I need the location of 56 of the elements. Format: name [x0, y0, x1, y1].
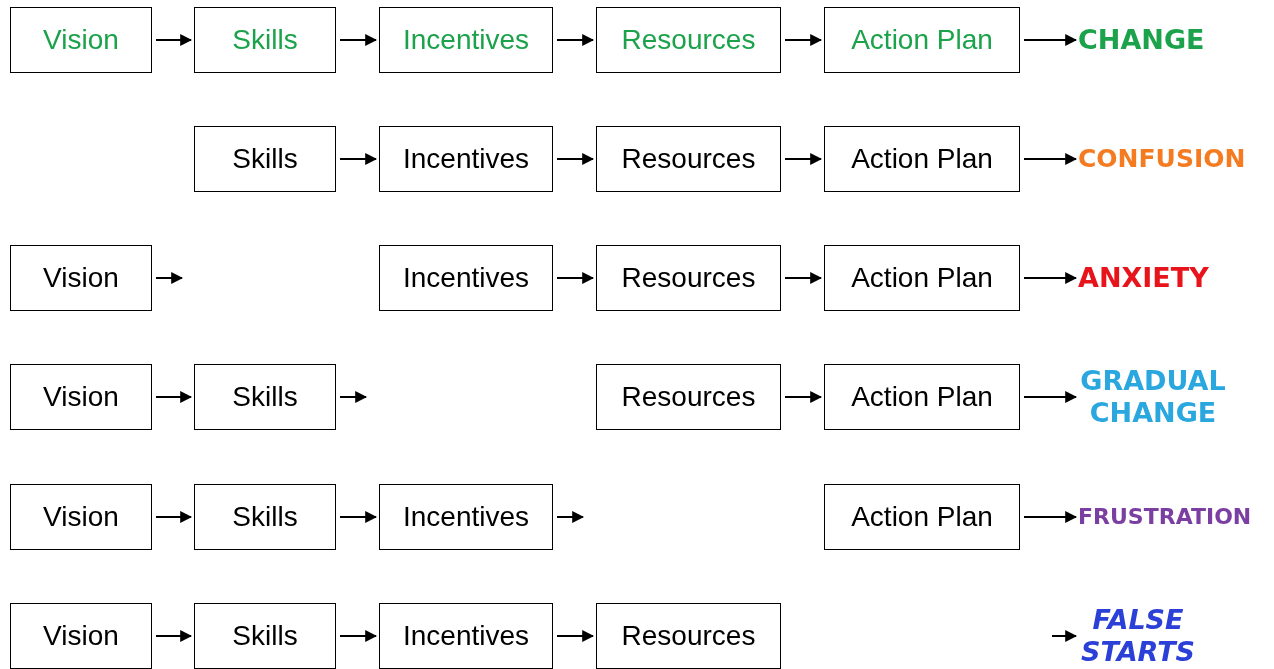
arrow [155, 272, 184, 284]
step-box: Skills [194, 7, 336, 73]
step-box: Skills [194, 603, 336, 669]
step-box: Incentives [379, 484, 553, 550]
outcome-label: FALSE STARTS [1078, 603, 1198, 669]
arrow [155, 630, 193, 642]
step-box: Resources [596, 364, 781, 430]
step-box: Action Plan [824, 364, 1020, 430]
arrow [339, 153, 378, 165]
outcome-label: CONFUSION [1078, 144, 1246, 174]
arrow [339, 391, 368, 403]
step-box: Incentives [379, 603, 553, 669]
arrow [155, 391, 193, 403]
arrow [784, 391, 823, 403]
arrow [155, 34, 193, 46]
arrow [556, 511, 585, 523]
arrow [1023, 391, 1078, 403]
step-box: Resources [596, 126, 781, 192]
step-box: Resources [596, 7, 781, 73]
arrow [556, 153, 595, 165]
arrow [784, 153, 823, 165]
outcome-label: CHANGE [1078, 24, 1205, 57]
step-box: Action Plan [824, 484, 1020, 550]
arrow [1023, 34, 1078, 46]
arrow [339, 511, 378, 523]
arrow [556, 272, 595, 284]
arrow [1023, 511, 1078, 523]
step-box: Vision [10, 603, 152, 669]
step-box: Vision [10, 484, 152, 550]
arrow [784, 272, 823, 284]
step-box: Incentives [379, 7, 553, 73]
step-box: Incentives [379, 245, 553, 311]
step-box: Action Plan [824, 245, 1020, 311]
arrow [1023, 272, 1078, 284]
arrow [556, 630, 595, 642]
outcome-label: ANXIETY [1078, 262, 1209, 295]
arrow [339, 630, 378, 642]
step-box: Vision [10, 7, 152, 73]
arrow [155, 511, 193, 523]
step-box: Vision [10, 245, 152, 311]
arrow [556, 34, 595, 46]
step-box: Skills [194, 484, 336, 550]
step-box: Resources [596, 245, 781, 311]
arrow [784, 34, 823, 46]
arrow [1023, 153, 1078, 165]
step-box: Vision [10, 364, 152, 430]
step-box: Action Plan [824, 7, 1020, 73]
step-box: Skills [194, 364, 336, 430]
arrow [1051, 630, 1078, 642]
arrow [339, 34, 378, 46]
outcome-label: GRADUAL CHANGE [1078, 364, 1228, 430]
step-box: Incentives [379, 126, 553, 192]
outcome-label: FRUSTRATION [1078, 504, 1252, 531]
step-box: Resources [596, 603, 781, 669]
step-box: Skills [194, 126, 336, 192]
step-box: Action Plan [824, 126, 1020, 192]
